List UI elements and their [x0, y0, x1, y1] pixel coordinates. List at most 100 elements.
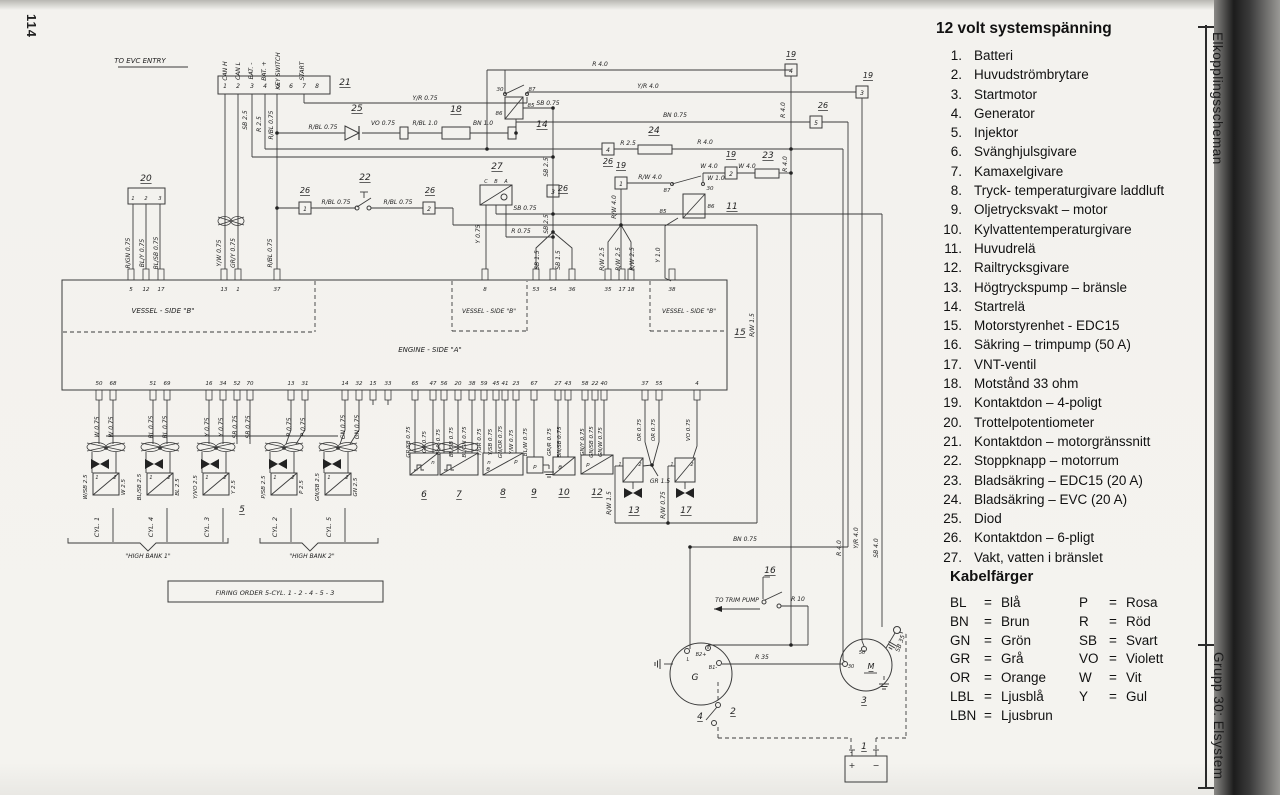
cable-color-cell: Y — [1079, 688, 1089, 704]
item-number: 20. — [943, 414, 962, 430]
parts-list-item: 2.Huvudströmbrytare — [936, 65, 1204, 84]
svg-text:BL/Y 0.75: BL/Y 0.75 — [436, 428, 442, 455]
item-number: 3. — [950, 86, 962, 102]
svg-text:1: 1 — [327, 475, 330, 481]
svg-text:1: 1 — [618, 462, 621, 468]
svg-text:CAN H: CAN H — [222, 61, 229, 81]
cable-color-cell: Röd — [1126, 613, 1151, 629]
svg-text:KEY SWITCH: KEY SWITCH — [275, 52, 282, 90]
svg-text:W 2.5: W 2.5 — [121, 479, 127, 495]
svg-text:Y 1.0: Y 1.0 — [655, 247, 662, 262]
svg-text:17: 17 — [158, 287, 165, 293]
svg-text:3: 3 — [250, 83, 254, 90]
svg-text:Y/W 0.75: Y/W 0.75 — [216, 239, 223, 266]
svg-text:4: 4 — [606, 147, 610, 154]
svg-text:19: 19 — [786, 50, 796, 59]
parts-list-item: 22.Stoppknapp – motorrum — [936, 451, 1204, 470]
item-label: Säkring – trimpump (50 A) — [974, 337, 1131, 353]
sidebar-tick — [1198, 26, 1214, 28]
svg-text:6: 6 — [421, 490, 427, 500]
svg-text:67: 67 — [531, 381, 538, 387]
item-number: 25. — [943, 511, 962, 527]
svg-text:B: B — [494, 179, 498, 185]
svg-text:2: 2 — [113, 475, 116, 481]
svg-text:22: 22 — [359, 173, 371, 183]
svg-text:Y 2.5: Y 2.5 — [231, 480, 237, 494]
svg-text:R/BL 0.75: R/BL 0.75 — [384, 199, 413, 206]
cable-color-cell: LBL — [950, 688, 975, 704]
svg-text:R/BL 0.75: R/BL 0.75 — [267, 238, 274, 267]
svg-text:4: 4 — [263, 83, 267, 90]
svg-text:"HIGH BANK 2": "HIGH BANK 2" — [289, 553, 334, 560]
svg-text:40: 40 — [601, 381, 608, 387]
svg-text:W 1.0: W 1.0 — [707, 175, 725, 182]
cable-color-cell: = — [1109, 595, 1117, 610]
svg-text:CAN L: CAN L — [235, 62, 242, 80]
svg-text:31: 31 — [302, 381, 309, 387]
svg-text:R 4.0: R 4.0 — [836, 540, 843, 556]
svg-text:1: 1 — [619, 181, 623, 188]
cable-color-cell: Rosa — [1126, 595, 1158, 610]
svg-text:19: 19 — [863, 71, 873, 80]
parts-list-item: 4.Generator — [936, 104, 1204, 123]
svg-text:SB 1.5: SB 1.5 — [555, 250, 562, 270]
svg-text:20: 20 — [140, 174, 152, 184]
svg-text:30: 30 — [848, 664, 854, 670]
svg-text:GN/W 0.75: GN/W 0.75 — [598, 427, 604, 457]
sidebar-section-label: Elkopplingsscheman — [1210, 32, 1225, 165]
cable-color-cell — [1079, 707, 1109, 726]
page-number: 114 — [24, 14, 39, 38]
svg-text:69: 69 — [164, 381, 171, 387]
cable-color-cell: SB — [1079, 632, 1098, 648]
svg-text:2: 2 — [345, 475, 348, 481]
svg-text:4: 4 — [789, 68, 793, 75]
svg-text:Y 0.75: Y 0.75 — [204, 417, 211, 436]
svg-text:SB 0.75: SB 0.75 — [245, 415, 252, 438]
svg-text:6: 6 — [289, 83, 293, 90]
svg-text:OR 0.75: OR 0.75 — [637, 418, 643, 441]
svg-text:5: 5 — [814, 120, 818, 127]
svg-text:G: G — [692, 673, 699, 683]
svg-text:13: 13 — [221, 287, 228, 293]
svg-text:BL/Y 0.75: BL/Y 0.75 — [139, 239, 146, 268]
sidebar-group-label: Grupp 30: Elsystem — [1211, 652, 1226, 780]
svg-text:C: C — [484, 179, 488, 185]
svg-text:R 4.0: R 4.0 — [592, 61, 608, 68]
svg-text:37: 37 — [274, 287, 281, 293]
svg-text:R 2.5: R 2.5 — [256, 116, 263, 132]
svg-text:27: 27 — [555, 381, 562, 387]
svg-text:TO TRIM PUMP: TO TRIM PUMP — [715, 597, 759, 604]
svg-text:43: 43 — [565, 381, 572, 387]
svg-text:26: 26 — [603, 157, 613, 166]
svg-text:BN 0.75: BN 0.75 — [733, 536, 757, 543]
parts-list-item: 7.Kamaxelgivare — [936, 162, 1204, 181]
svg-text:VESSEL - SIDE "B": VESSEL - SIDE "B" — [132, 307, 195, 315]
svg-text:17: 17 — [680, 506, 692, 516]
svg-text:50: 50 — [96, 381, 103, 387]
svg-text:51: 51 — [150, 381, 157, 387]
cable-color-cell: = — [984, 707, 992, 723]
item-label: Högtryckspump – bränsle — [974, 279, 1128, 295]
svg-text:25: 25 — [351, 104, 363, 114]
cable-color-cell: VO — [1079, 651, 1099, 667]
svg-text:SB 0.75: SB 0.75 — [513, 205, 536, 212]
svg-text:GN 0.75: GN 0.75 — [354, 415, 361, 440]
svg-text:26: 26 — [425, 186, 435, 195]
item-label: Kamaxelgivare — [974, 163, 1064, 179]
svg-text:53: 53 — [533, 287, 540, 293]
svg-text:23: 23 — [513, 381, 520, 387]
svg-text:87: 87 — [529, 87, 536, 93]
svg-text:p: p — [585, 462, 590, 468]
svg-text:19: 19 — [726, 150, 736, 159]
svg-text:5: 5 — [129, 287, 133, 293]
cable-color-cell: = — [1109, 670, 1117, 686]
parts-list-item: 13.Högtryckspump – bränsle — [936, 278, 1204, 297]
svg-text:BL/SB 0.75: BL/SB 0.75 — [153, 236, 160, 269]
cable-color-cell: GR — [950, 651, 971, 667]
item-number: 14. — [943, 298, 962, 314]
svg-text:+: + — [849, 761, 856, 770]
